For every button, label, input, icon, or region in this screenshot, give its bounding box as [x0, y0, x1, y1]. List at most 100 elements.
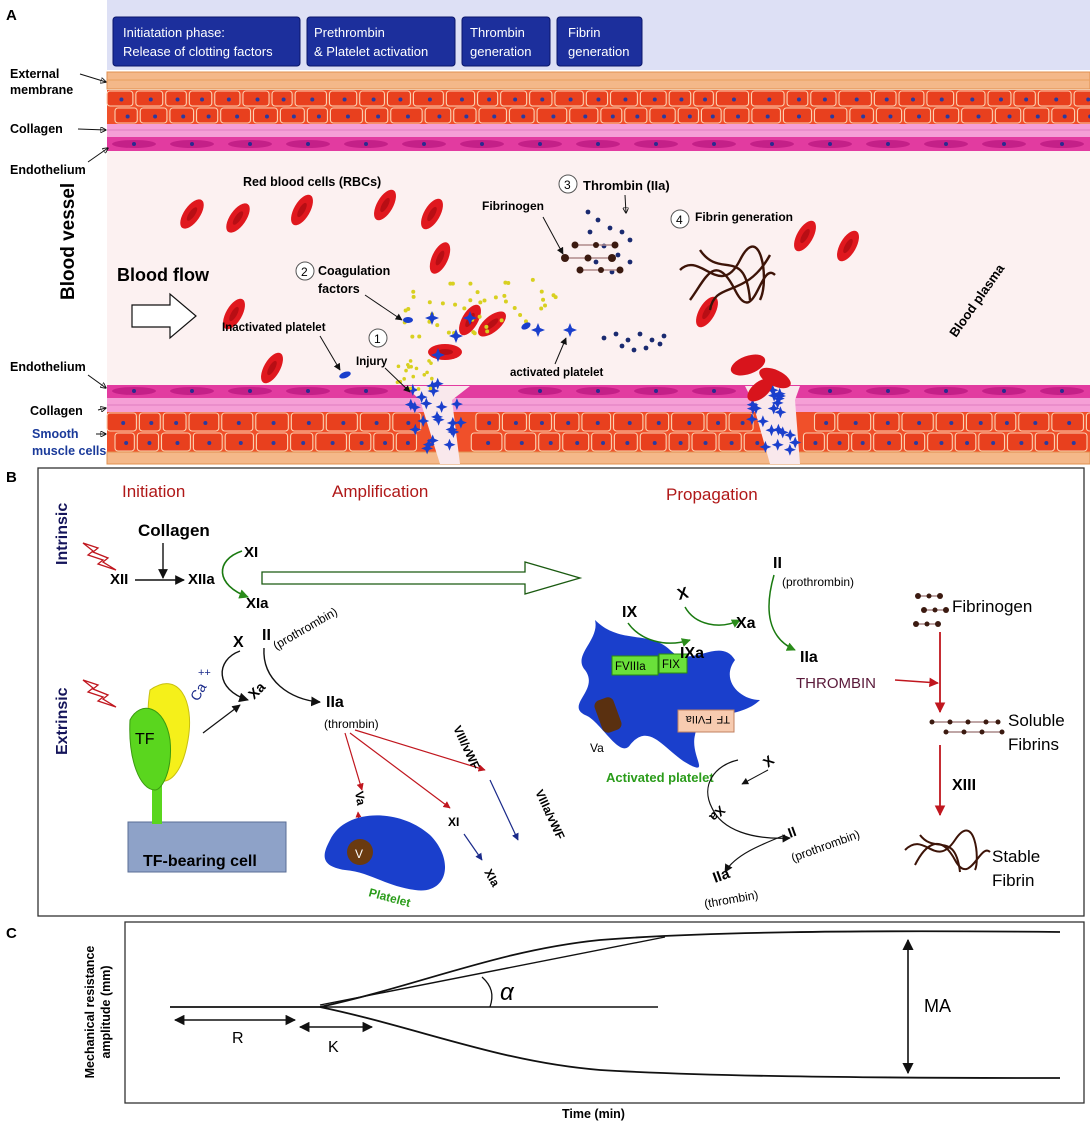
cell-nucleus: [945, 114, 950, 119]
activated-platelet: [766, 384, 779, 397]
coagulation-factor: [417, 334, 422, 339]
coagulation-factor: [551, 293, 556, 298]
activated-platelet: [783, 443, 796, 456]
teg-trace: [170, 930, 1061, 1079]
cell-nucleus: [316, 114, 321, 119]
cell-nucleus: [1019, 441, 1024, 445]
activated-platelet: [746, 413, 758, 426]
activated-platelet: [432, 413, 445, 426]
coagulation-factor: [404, 368, 408, 373]
activated-platelet: [415, 391, 428, 404]
cell-nucleus: [521, 114, 526, 119]
red-blood-cell-center: [380, 197, 390, 213]
label-collagen-bottom: Collagen: [30, 404, 83, 418]
soluble-fibrin-icon: [929, 719, 1005, 735]
label-blood-vessel: Blood vessel: [58, 183, 79, 300]
cell-nucleus: [1054, 97, 1059, 102]
activated-platelet: [774, 406, 787, 419]
activated-platelet: [447, 426, 460, 438]
label-endothelium-top: Endothelium: [10, 163, 86, 177]
cell-nucleus: [625, 441, 630, 445]
coagulation-factor: [408, 359, 413, 363]
coagulation-factor: [435, 323, 440, 328]
cell-nucleus: [998, 97, 1003, 102]
activated-platelet: [463, 311, 477, 325]
cell-nucleus: [978, 421, 983, 425]
activated-platelet: [449, 329, 463, 343]
cell-nucleus: [147, 441, 152, 445]
cell-nucleus: [364, 389, 368, 393]
label-fibrinogen: Fibrinogen: [482, 199, 544, 213]
cell-nucleus: [1004, 421, 1009, 425]
red-blood-cell-center: [186, 207, 198, 221]
cell-nucleus: [464, 114, 469, 119]
activated-platelet: [759, 440, 772, 453]
label-tf-small: TF: [716, 713, 730, 725]
cell-nucleus: [206, 114, 211, 119]
cell-nucleus: [917, 114, 922, 119]
coagulation-factor: [406, 362, 410, 367]
tissue-cell: [1073, 90, 1090, 107]
coagulation-factor: [530, 277, 535, 282]
activated-platelet: [443, 438, 456, 451]
cell-nucleus: [716, 421, 721, 425]
red-blood-cell-center: [485, 318, 499, 330]
label-ca: Ca: [187, 680, 210, 704]
coagulation-factor: [502, 293, 507, 298]
label-external-2: membrane: [10, 83, 73, 97]
label-xa-top: Xa: [736, 615, 756, 632]
stable-fibrin-icon: [904, 829, 991, 873]
activated-platelet: [771, 438, 784, 451]
red-blood-cell-center: [800, 228, 810, 244]
platelet-shape: [324, 815, 446, 891]
thrombin-molecule: [627, 237, 633, 243]
clot-rbcs: [730, 354, 791, 402]
activated-platelet: [426, 380, 439, 392]
collagen-layer-top: [107, 124, 1090, 137]
label-xii: XII: [110, 571, 128, 588]
cell-nucleus: [652, 441, 657, 445]
label-prothrombin-top: (prothrombin): [782, 575, 854, 589]
thrombin-molecule: [595, 217, 601, 223]
coagulation-factor: [539, 306, 544, 311]
cell-nucleus: [654, 389, 658, 393]
cell-nucleus: [944, 142, 948, 146]
panel-letter-c: C: [6, 925, 17, 942]
coagulation-factor: [427, 359, 431, 363]
coagulation-factor: [416, 387, 421, 391]
cell-nucleus: [813, 441, 818, 445]
activated-platelet: [427, 385, 440, 397]
cell-nucleus: [345, 114, 350, 119]
thrombin-molecule: [593, 259, 599, 265]
thrombin-molecule: [613, 331, 619, 337]
teg-frame: [124, 921, 1085, 1104]
cell-nucleus: [596, 97, 601, 102]
thrombin-molecule: [585, 209, 591, 215]
cell-nucleus: [1067, 421, 1072, 425]
cell-nucleus: [148, 97, 153, 102]
cell-nucleus: [248, 389, 252, 393]
cell-nucleus: [406, 421, 411, 425]
cell-nucleus: [991, 441, 996, 445]
coagulation-factor: [541, 297, 546, 302]
heading-initiation: Initiation: [122, 482, 185, 501]
inactivated-platelet: [521, 322, 531, 330]
cell-nucleus: [656, 421, 661, 425]
cell-nucleus: [190, 142, 194, 146]
label-endothelium-bottom: Endothelium: [10, 360, 86, 374]
cell-nucleus: [255, 97, 260, 102]
activated-platelet: [417, 415, 430, 427]
activated-platelet: [406, 383, 419, 396]
coagulation-factor: [512, 305, 517, 310]
cell-nucleus: [860, 441, 865, 445]
cell-nucleus: [910, 97, 915, 102]
activated-platelet: [426, 434, 439, 447]
label-tf: TF: [135, 731, 155, 748]
activated-platelet: [431, 410, 443, 423]
activated-platelet: [404, 398, 417, 411]
cell-nucleus: [703, 97, 708, 102]
coagulation-factor: [398, 379, 403, 384]
cell-nucleus: [301, 441, 306, 445]
teg-ylabel-2: amplitude (mm): [99, 965, 113, 1058]
external-membrane-bottom: [106, 451, 1090, 465]
